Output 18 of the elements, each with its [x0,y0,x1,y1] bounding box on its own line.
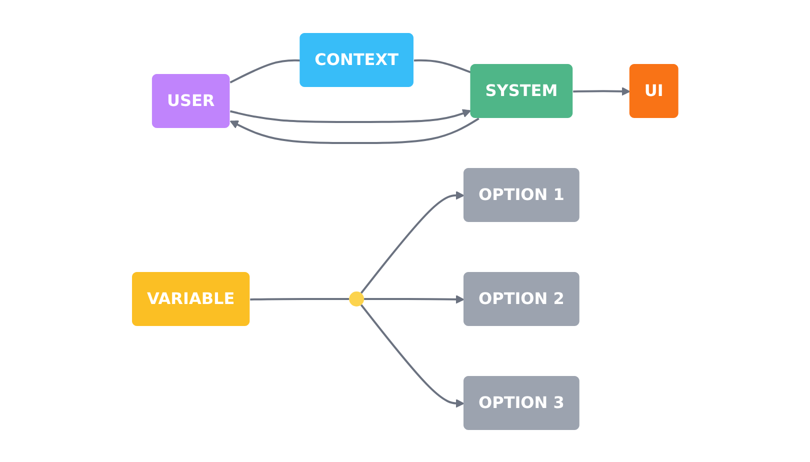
node-box: OPTION 3 [463,376,580,430]
node-box: UI [629,64,678,118]
arrow [360,190,464,294]
arrow [230,108,471,122]
node-box: CONTEXT [299,32,414,86]
node-star [348,291,364,306]
node-box: OPTION 2 [463,272,580,326]
node-box: USER [152,74,230,128]
node-box: SYSTEM [470,64,572,118]
arrow [360,304,464,408]
arrow [572,86,630,96]
node-box: OPTION 1 [463,168,580,222]
arrow [230,117,480,144]
connector [414,58,471,73]
node-box: VARIABLE [132,272,250,326]
connector [230,58,300,83]
arrow [364,294,464,304]
connector [250,298,349,300]
